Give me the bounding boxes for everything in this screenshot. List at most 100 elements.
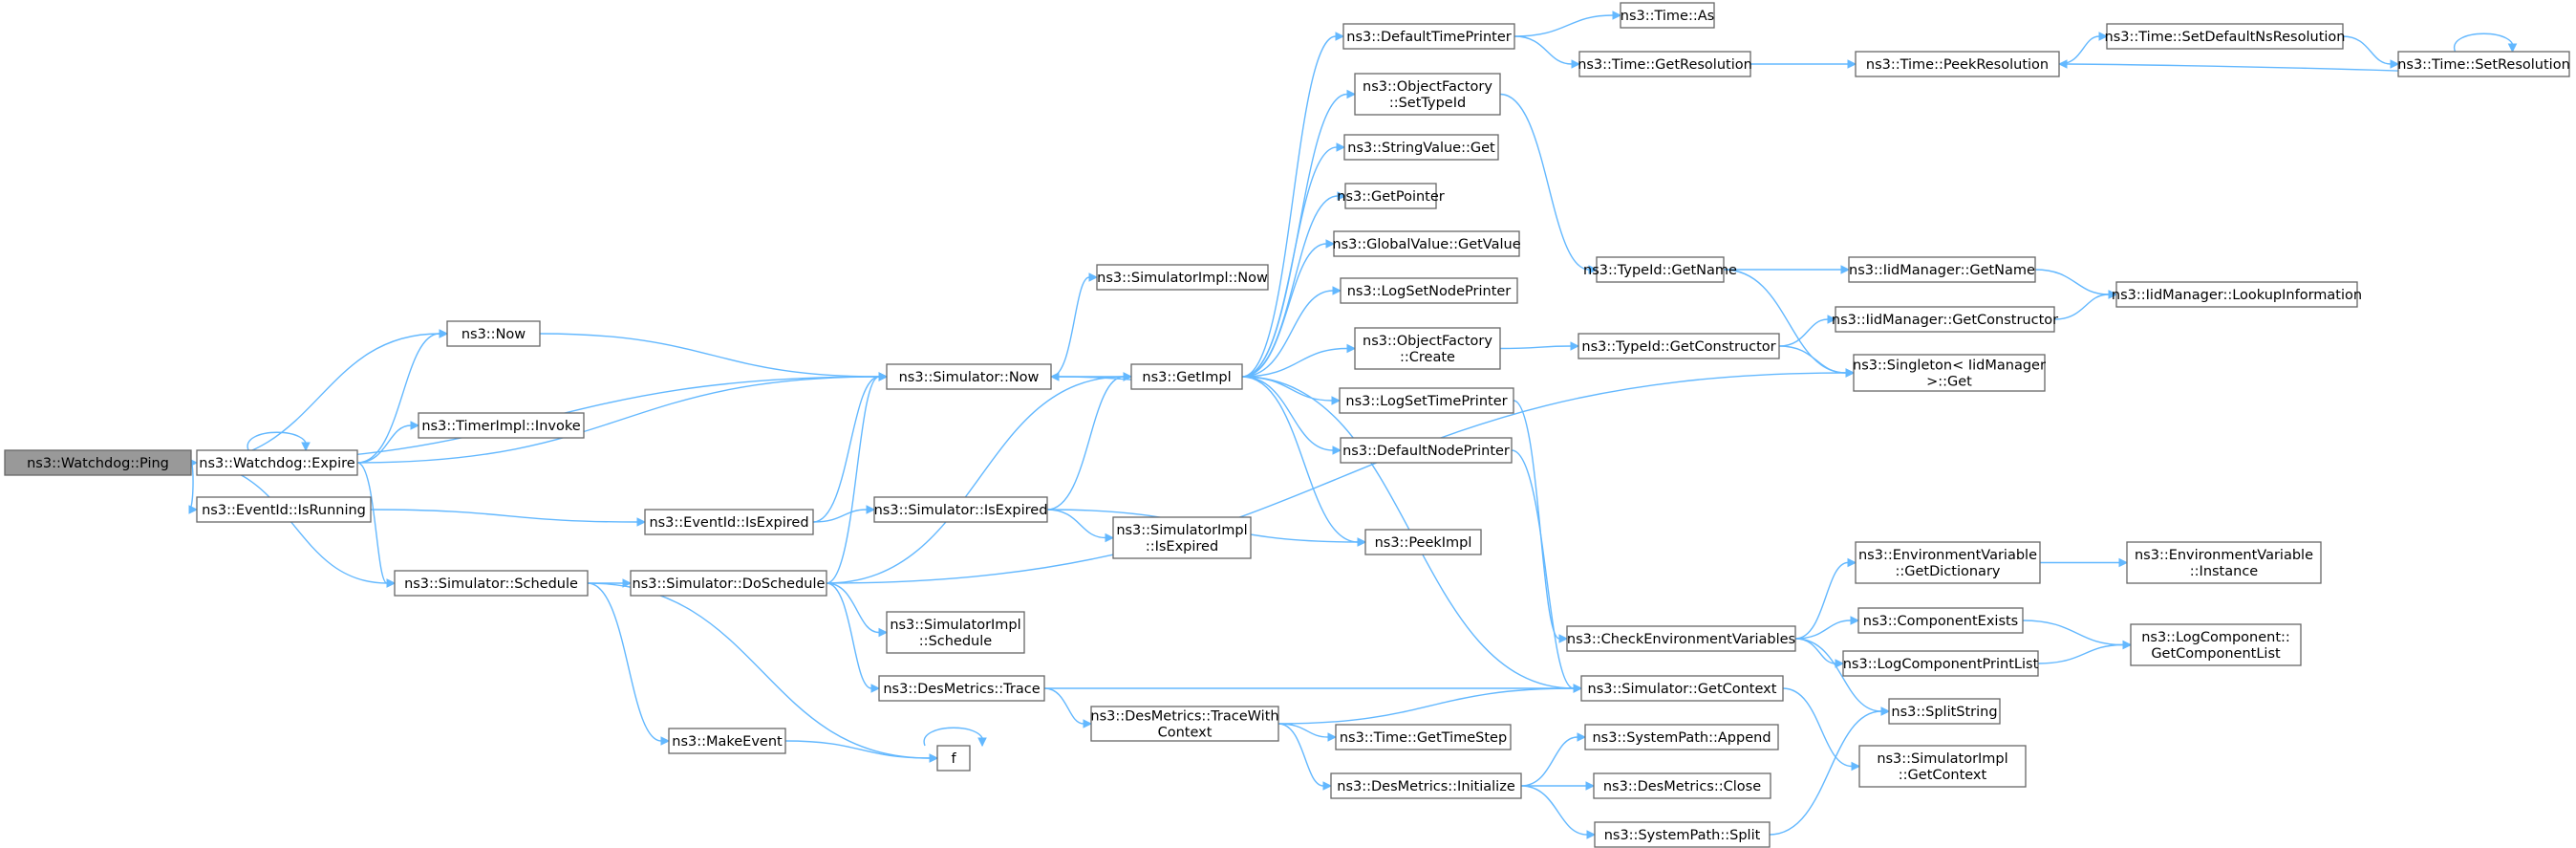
node-globalvalue[interactable]: ns3::GlobalValue::GetValue	[1332, 230, 1521, 257]
edge-makeevent-f	[784, 740, 939, 763]
node-label: ns3::TimerImpl::Invoke	[421, 419, 580, 434]
edge-timegetres-timepeekres	[1750, 59, 1857, 69]
node-simisexpired[interactable]: ns3::Simulator::IsExpired	[873, 496, 1048, 523]
node-logsetnodeprinter[interactable]: ns3::LogSetNodePrinter	[1340, 277, 1518, 304]
node-schedule[interactable]: ns3::Simulator::Schedule	[394, 570, 589, 597]
edge-line	[1241, 347, 1348, 378]
node-logcompprintlist[interactable]: ns3::LogComponentPrintList	[1842, 650, 2039, 677]
edge-now-simnow	[539, 333, 889, 381]
node-box	[878, 675, 1045, 702]
node-label: ns3::DefaultNodePrinter	[1342, 444, 1510, 459]
node-timesetres[interactable]: ns3::Time::SetResolution	[2397, 51, 2570, 77]
node-evexpired[interactable]: ns3::EventId::IsExpired	[644, 509, 814, 535]
edge-line	[826, 376, 1125, 584]
edge-evrunning-evexpired	[370, 509, 647, 527]
node-ping[interactable]: ns3::Watchdog::Ping	[4, 449, 192, 476]
node-logcompgetlist[interactable]: ns3::LogComponent::GetComponentList	[2130, 623, 2302, 666]
node-simimplschedule[interactable]: ns3::SimulatorImpl::Schedule	[886, 611, 1025, 654]
node-simimplnow[interactable]: ns3::SimulatorImpl::Now	[1096, 264, 1269, 291]
edge-logsettimeprinter-checkenv	[1513, 400, 1569, 643]
node-timegetres[interactable]: ns3::Time::GetResolution	[1578, 51, 1752, 77]
node-iidgetctor[interactable]: ns3::IidManager::GetConstructor	[1832, 306, 2058, 333]
edge-checkenv-compexists	[1794, 616, 1860, 640]
node-deftimeprinter[interactable]: ns3::DefaultTimePrinter	[1342, 23, 1515, 50]
edge-typeidgetctor-singleton	[1778, 345, 1856, 378]
node-label: f	[951, 751, 956, 767]
node-destrace[interactable]: ns3::DesMetrics::Trace	[878, 675, 1045, 702]
node-simgetcontext[interactable]: ns3::Simulator::GetContext	[1580, 675, 1784, 702]
node-envgetdict[interactable]: ns3::EnvironmentVariable::GetDictionary	[1855, 541, 2041, 584]
node-iidlookup[interactable]: ns3::IidManager::LookupInformation	[2112, 281, 2362, 308]
node-f[interactable]: f	[936, 745, 971, 772]
edge-arrowhead	[1327, 732, 1338, 742]
edge-arrowhead	[439, 329, 449, 338]
node-envinstance[interactable]: ns3::EnvironmentVariable::Instance	[2126, 541, 2322, 584]
edge-deftimeprinter-timeas	[1513, 11, 1622, 37]
node-label: ns3::IidManager::GetConstructor	[1832, 313, 2058, 328]
node-ofcreate[interactable]: ns3::ObjectFactory::Create	[1354, 327, 1501, 370]
edge-line	[356, 376, 880, 464]
node-doschedule[interactable]: ns3::Simulator::DoSchedule	[630, 570, 827, 597]
node-peekimpl[interactable]: ns3::PeekImpl	[1364, 529, 1482, 555]
node-desinit[interactable]: ns3::DesMetrics::Initialize	[1330, 772, 1522, 799]
edge-arrowhead	[1588, 265, 1599, 274]
node-typeidgetctor[interactable]: ns3::TypeId::GetConstructor	[1578, 333, 1780, 359]
edge-doschedule-destrace	[826, 582, 881, 693]
edge-line	[1241, 146, 1338, 378]
edge-ping-schedule	[190, 462, 397, 588]
node-simnow[interactable]: ns3::Simulator::Now	[886, 363, 1052, 390]
node-checkenv[interactable]: ns3::CheckEnvironmentVariables	[1566, 625, 1796, 652]
edge-line	[1241, 93, 1348, 378]
node-label: ns3::GetPointer	[1337, 189, 1445, 205]
node-expire[interactable]: ns3::Watchdog::Expire	[196, 449, 358, 476]
edge-line	[1050, 276, 1090, 378]
node-timesetdefns[interactable]: ns3::Time::SetDefaultNsResolution	[2105, 23, 2346, 50]
edge-line	[1046, 376, 1125, 511]
node-simimplgetcontext[interactable]: ns3::SimulatorImpl::GetContext	[1858, 745, 2027, 788]
node-box	[1354, 327, 1501, 370]
edge-arrowhead	[1612, 11, 1622, 20]
node-label: >::Get	[1926, 374, 1972, 389]
node-ofsettypeid[interactable]: ns3::ObjectFactory::SetTypeId	[1354, 73, 1501, 116]
node-box	[1335, 724, 1512, 750]
node-box	[418, 412, 585, 439]
node-iidgetname[interactable]: ns3::IidManager::GetName	[1848, 256, 2036, 283]
node-label: ns3::SimulatorImpl	[1116, 523, 1247, 538]
edge-expire-now	[356, 329, 449, 464]
edge-arrowhead	[2108, 290, 2118, 299]
edge-arrowhead	[1570, 341, 1580, 351]
edge-line	[1043, 687, 1084, 725]
node-makeevent[interactable]: ns3::MakeEvent	[668, 728, 786, 754]
edge-getimpl-globalvalue	[1241, 239, 1336, 378]
node-getpointer[interactable]: ns3::GetPointer	[1337, 183, 1445, 209]
node-evrunning[interactable]: ns3::EventId::IsRunning	[196, 496, 372, 523]
edge-getimpl-logsetnodeprinter	[1241, 286, 1342, 378]
node-syspathsplit[interactable]: ns3::SystemPath::Split	[1594, 821, 1771, 848]
node-timegetstep[interactable]: ns3::Time::GetTimeStep	[1335, 724, 1512, 750]
node-getimpl[interactable]: ns3::GetImpl	[1130, 363, 1243, 390]
node-label: ns3::SplitString	[1891, 705, 1997, 720]
edge-arrowhead	[2507, 43, 2518, 54]
node-compexists[interactable]: ns3::ComponentExists	[1857, 607, 2024, 634]
node-label: ::SetTypeId	[1389, 96, 1466, 111]
node-timeas[interactable]: ns3::Time::As	[1620, 2, 1715, 29]
edge-line	[356, 424, 412, 464]
node-box	[1620, 2, 1715, 29]
node-typeidgetname[interactable]: ns3::TypeId::GetName	[1583, 256, 1737, 283]
node-desclose[interactable]: ns3::DesMetrics::Close	[1593, 772, 1771, 799]
edge-line	[812, 509, 868, 523]
node-timepeekres[interactable]: ns3::Time::PeekResolution	[1855, 51, 2060, 77]
edge-line	[356, 333, 440, 464]
edge-timepeekres-timesetdefns	[2058, 32, 2109, 65]
node-splitstring[interactable]: ns3::SplitString	[1888, 698, 2001, 725]
node-defnodeprinter[interactable]: ns3::DefaultNodePrinter	[1340, 437, 1513, 464]
node-timerinvoke[interactable]: ns3::TimerImpl::Invoke	[418, 412, 585, 439]
node-now[interactable]: ns3::Now	[446, 320, 541, 347]
node-syspathappend[interactable]: ns3::SystemPath::Append	[1584, 724, 1779, 750]
node-stringvalueget[interactable]: ns3::StringValue::Get	[1343, 134, 1499, 161]
node-singleton[interactable]: ns3::Singleton< IidManager>::Get	[1853, 354, 2046, 392]
node-simimplisexpired[interactable]: ns3::SimulatorImpl::IsExpired	[1112, 516, 1252, 559]
node-logsettimeprinter[interactable]: ns3::LogSetTimePrinter	[1339, 387, 1514, 414]
node-box	[1584, 724, 1779, 750]
